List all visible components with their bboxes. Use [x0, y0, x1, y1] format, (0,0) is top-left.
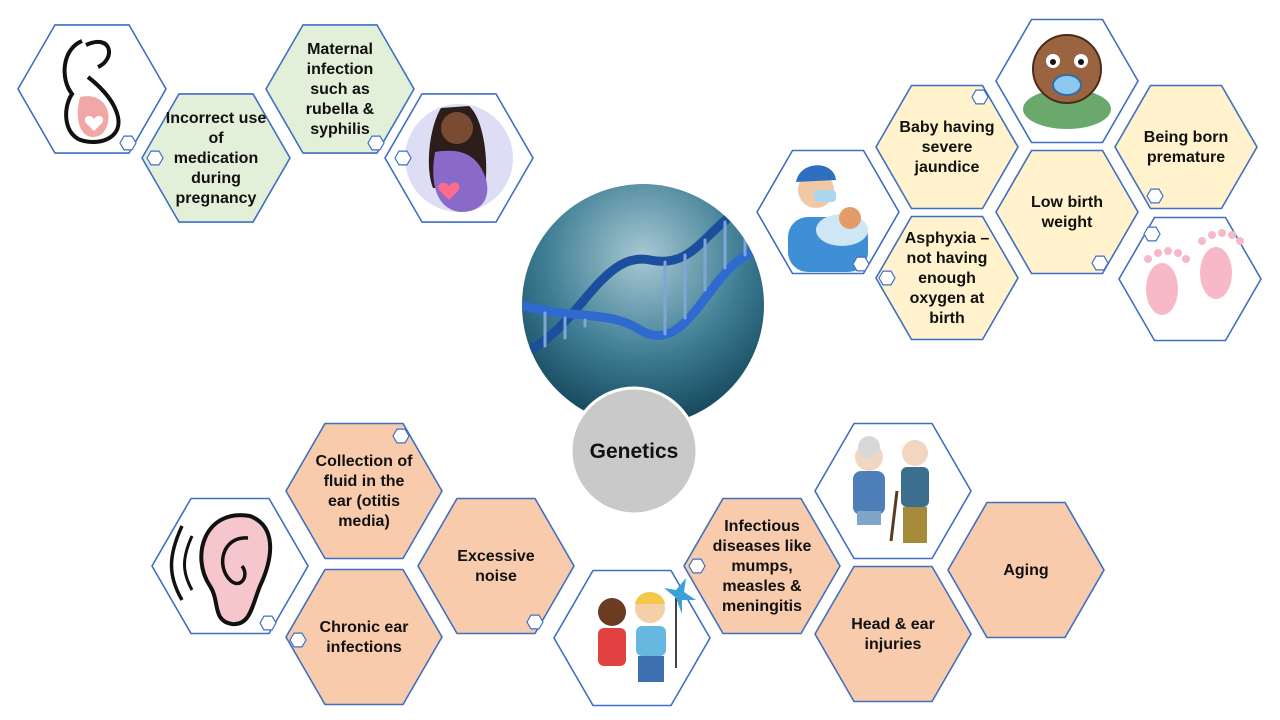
hex-text-line: medication: [174, 150, 258, 167]
hex-text-line: diseases like: [713, 538, 812, 555]
hex-text-line: mumps,: [731, 558, 792, 575]
hex-text-line: Infectious: [724, 518, 800, 535]
small-hex-icon: [1146, 188, 1164, 204]
hex-text-line: Incorrect use: [166, 110, 267, 127]
pregnant-woman-outline-icon: [62, 39, 121, 144]
ear-icon: [169, 513, 273, 627]
hex-text-line: rubella &: [306, 101, 375, 118]
hex-text-line: premature: [1147, 149, 1225, 166]
hex-text-line: fluid in the: [324, 473, 405, 490]
small-hex-icon: [1143, 226, 1161, 242]
small-hex-icon: [146, 150, 164, 166]
children-icon: [598, 578, 696, 682]
hex-text-line: not having: [907, 250, 988, 267]
nurse-holding-newborn-icon: [788, 165, 868, 272]
hex-picture-children: [553, 569, 711, 707]
hex-text-line: during: [191, 170, 241, 187]
crawling-baby-icon: [1023, 34, 1111, 129]
hex-picture-pregnant-outline: [17, 24, 167, 154]
hex-text-line: birth: [929, 310, 965, 327]
hex-cause-head-injuries: Head & ear injuries: [814, 565, 972, 703]
genetics-label: Genetics: [590, 440, 679, 463]
hex-text-line: pregnancy: [176, 190, 257, 207]
hex-text-line: of: [208, 130, 224, 147]
hex-cause-otitis-media: Collection of fluid in the ear (otitis medi…: [285, 422, 443, 560]
hex-cause-infectious-diseases: Infectious diseases like mumps, measles & me…: [683, 497, 841, 635]
hex-text-line: Being born: [1144, 129, 1228, 146]
decorative-small-hexagons: [119, 89, 1164, 648]
hex-text-line: syphilis: [310, 121, 370, 138]
small-hex-icon: [289, 632, 307, 648]
small-hex-icon: [1091, 255, 1109, 271]
small-hex-icon: [852, 256, 870, 272]
hex-text-line: noise: [475, 568, 517, 585]
hex-picture-nurse-newborn: [756, 149, 900, 275]
hex-picture-crawling-baby: [995, 18, 1139, 144]
hex-cause-maternal-infection: Maternal infection such as rubella & syphili…: [265, 24, 415, 154]
hex-text-line: severe: [922, 139, 973, 156]
hex-text-line: Chronic ear: [320, 619, 409, 636]
hex-text-line: Asphyxia –: [905, 230, 990, 247]
hex-text-line: injuries: [865, 636, 922, 653]
small-hex-icon: [526, 614, 544, 630]
genetics-node: Genetics: [569, 386, 699, 516]
hex-cause-excessive-noise: Excessive noise: [417, 497, 575, 635]
hex-cause-aging: Aging: [947, 501, 1105, 639]
elderly-couple-icon: [853, 436, 929, 543]
hex-picture-ear: [151, 497, 309, 635]
hex-text-line: Collection of: [316, 453, 414, 470]
hex-text-line: infection: [307, 61, 374, 78]
hex-picture-baby-footprints: [1118, 216, 1262, 342]
hex-text-line: Baby having: [899, 119, 994, 136]
hex-text-line: weight: [1041, 214, 1093, 231]
small-hex-icon: [878, 270, 896, 286]
hex-cause-chronic-infections: Chronic ear infections: [285, 568, 443, 706]
hex-picture-pregnant-woman: [384, 93, 534, 223]
small-hex-icon: [259, 615, 277, 631]
hex-text-line: meningitis: [722, 598, 802, 615]
hex-text-line: oxygen at: [910, 290, 985, 307]
hex-cause-asphyxia: Asphyxia – not having enough oxygen at birth: [875, 215, 1019, 341]
hex-text-line: infections: [326, 639, 402, 656]
small-hex-icon: [392, 428, 410, 444]
hex-cause-incorrect-medication: Incorrect use of medication during pregnancy: [141, 93, 291, 223]
small-hex-icon: [971, 89, 989, 105]
hex-picture-elderly-couple: [814, 422, 972, 560]
baby-footprints-icon: [1144, 229, 1244, 315]
hex-text-line: jaundice: [914, 159, 980, 176]
hex-cause-premature: Being born premature: [1114, 84, 1258, 210]
hex-text-line: Head & ear: [851, 616, 935, 633]
hex-cause-low-birth-weight: Low birth weight: [995, 149, 1139, 275]
small-hex-icon: [688, 558, 706, 574]
hex-text-line: media): [338, 513, 390, 530]
hex-text-line: ear (otitis: [328, 493, 400, 510]
hex-text-line: Maternal: [307, 41, 373, 58]
pregnant-woman-icon: [405, 104, 513, 212]
small-hex-icon: [119, 135, 137, 151]
hex-text-line: Low birth: [1031, 194, 1103, 211]
hex-text-line: Aging: [1003, 562, 1048, 579]
small-hex-icon: [367, 135, 385, 151]
hex-cause-severe-jaundice: Baby having severe jaundice: [875, 84, 1019, 210]
hex-text-line: such as: [310, 81, 370, 98]
hex-text-line: measles &: [722, 578, 802, 595]
hex-text-line: enough: [918, 270, 976, 287]
small-hex-icon: [394, 150, 412, 166]
hex-text-line: Excessive: [457, 548, 535, 565]
